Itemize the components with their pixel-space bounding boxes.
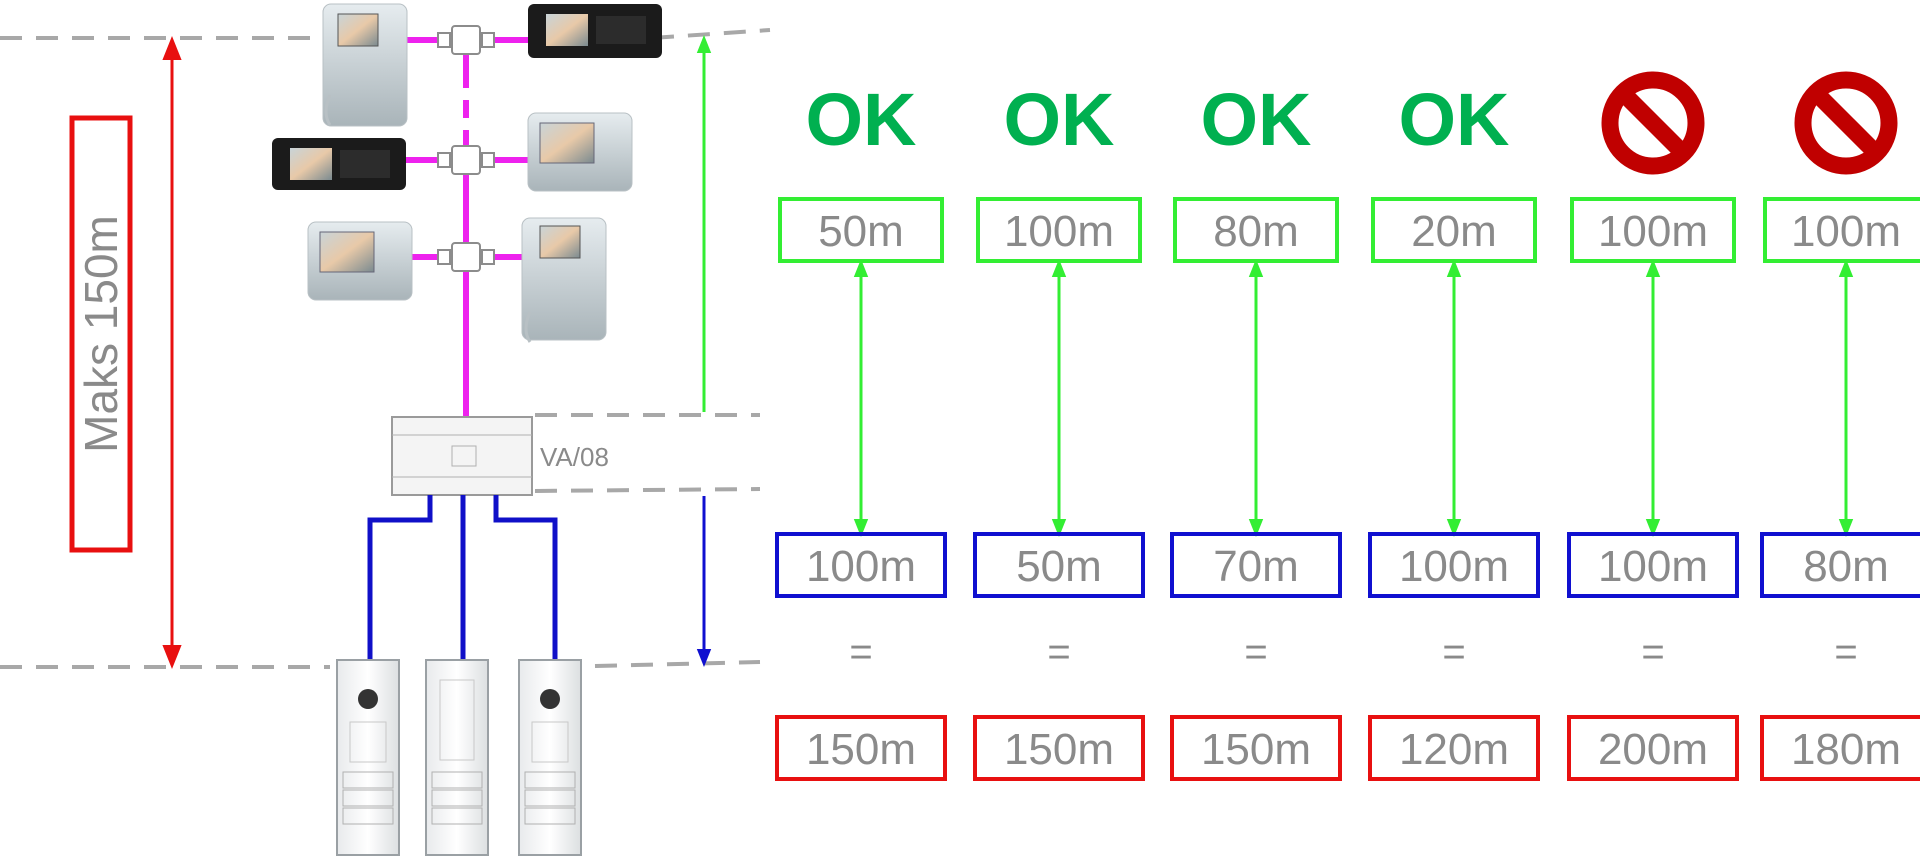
equals-sign: = [849, 630, 872, 674]
handset-monitor-1 [322, 3, 408, 127]
total-length-box [1760, 715, 1920, 781]
silver-monitor-2 [307, 221, 413, 301]
ok-status-label: OK [1004, 78, 1115, 161]
total-length-value: 180m [1791, 725, 1901, 774]
upper-length-value: 50m [818, 207, 904, 256]
lower-length-value: 100m [1399, 542, 1509, 591]
controller-bottom-line [534, 487, 761, 493]
lower-length-value: 80m [1803, 542, 1889, 591]
max-length-box [69, 115, 133, 553]
handset-monitor-2 [521, 217, 607, 343]
total-length-box [1170, 715, 1342, 781]
column-1: OK 50m 100m = 150m [775, 78, 947, 781]
equals-sign: = [1834, 630, 1857, 674]
equals-sign: = [1047, 630, 1070, 674]
junction-3 [451, 242, 481, 272]
top-reference-line-right [651, 28, 771, 40]
lower-length-box [973, 532, 1145, 598]
no-entry-icon [1794, 71, 1898, 175]
black-monitor-2 [272, 138, 406, 190]
silver-monitor-1 [527, 112, 633, 192]
column-3: OK 80m 70m = 150m [1170, 78, 1342, 781]
bottom-reference-line-right [594, 660, 761, 668]
junction-1 [451, 25, 481, 55]
ok-status-label: OK [1399, 78, 1510, 161]
upper-length-value: 100m [1598, 207, 1708, 256]
column-4: OK 20m 100m = 120m [1368, 78, 1540, 781]
equals-sign: = [1244, 630, 1267, 674]
black-monitor-1 [528, 4, 662, 58]
lower-length-box [1760, 532, 1920, 598]
panel-cables [367, 495, 558, 660]
lower-length-value: 100m [1598, 542, 1708, 591]
lower-length-box [1567, 532, 1739, 598]
max-length-label: Maks 150m [75, 215, 127, 453]
upper-length-value: 20m [1411, 207, 1497, 256]
lower-length-box [1368, 532, 1540, 598]
door-panel-3 [518, 659, 582, 856]
total-length-box [973, 715, 1145, 781]
ok-status-label: OK [806, 78, 917, 161]
column-6: 100m 80m = 180m [1760, 71, 1920, 781]
controller-label: VA/08 [540, 442, 609, 472]
lower-length-box [1170, 532, 1342, 598]
total-length-box [1567, 715, 1739, 781]
junctions [437, 25, 495, 272]
lower-length-box [775, 532, 947, 598]
upper-length-value: 100m [1791, 207, 1901, 256]
max-length-indicator: Maks 150m [69, 35, 182, 669]
controller-unit: VA/08 [391, 416, 609, 496]
total-length-value: 150m [1201, 725, 1311, 774]
door-panel-1 [336, 659, 400, 856]
upper-length-value: 100m [1004, 207, 1114, 256]
calculation-columns: OK 50m 100m = 150m OK 100m 50m = 150m OK 80m 70m = 150… [775, 71, 1920, 781]
total-length-value: 200m [1598, 725, 1708, 774]
total-length-value: 150m [806, 725, 916, 774]
no-entry-icon [1601, 71, 1705, 175]
total-length-value: 150m [1004, 725, 1114, 774]
lower-length-value: 50m [1016, 542, 1102, 591]
ok-status-label: OK [1201, 78, 1312, 161]
upper-length-value: 80m [1213, 207, 1299, 256]
equals-sign: = [1442, 630, 1465, 674]
door-panel-2 [425, 659, 489, 856]
total-length-box [1368, 715, 1540, 781]
total-length-value: 120m [1399, 725, 1509, 774]
lower-length-value: 70m [1213, 542, 1299, 591]
column-2: OK 100m 50m = 150m [973, 78, 1145, 781]
lower-length-value: 100m [806, 542, 916, 591]
total-length-box [775, 715, 947, 781]
junction-2 [451, 145, 481, 175]
column-5: 100m 100m = 200m [1567, 71, 1739, 781]
equals-sign: = [1641, 630, 1664, 674]
